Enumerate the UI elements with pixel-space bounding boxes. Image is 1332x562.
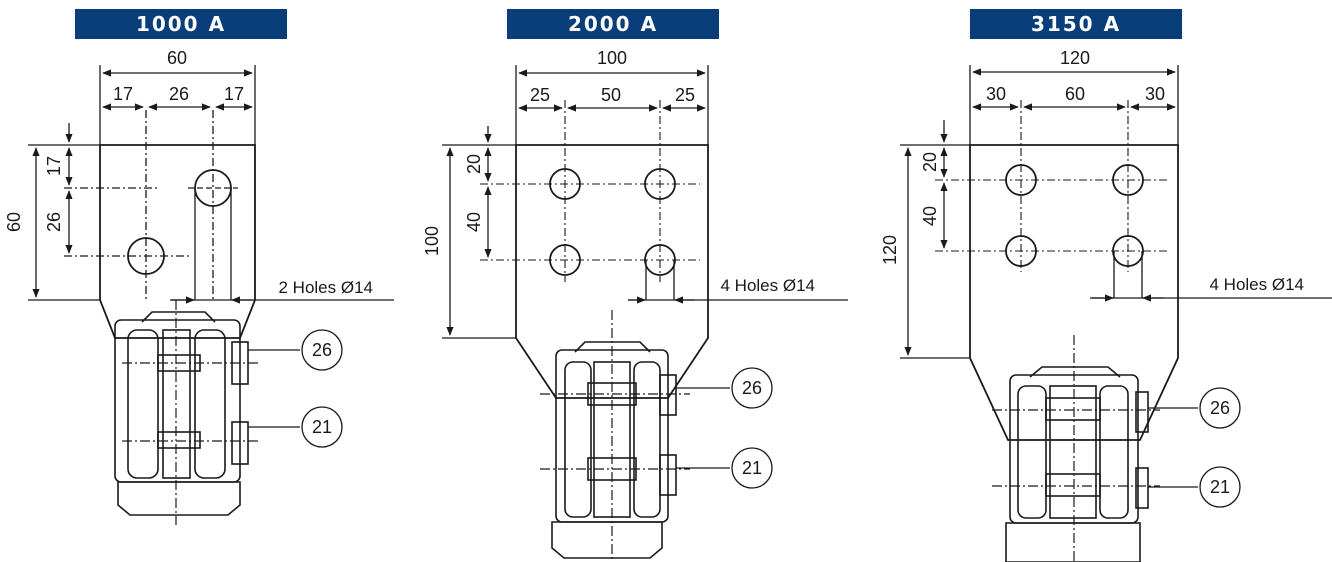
panel-2-dim-overall-height: 100: [422, 226, 442, 256]
panel-1-dim-width-left: 17: [113, 84, 133, 104]
panel-3-dim-width-right: 30: [1145, 84, 1165, 104]
panel-3-dim-overall-width: 120: [1060, 48, 1090, 68]
panel-3-dim-height-top: 20: [920, 152, 940, 172]
panel-1-drawing: [28, 65, 394, 525]
panel-3-callout-21-label: 21: [1210, 477, 1230, 497]
panel-1-callout-21-label: 21: [312, 417, 332, 437]
panel-3-clamp-assembly: [992, 335, 1160, 562]
panel-1-callout-26: [301, 329, 343, 371]
panel-1-dim-height-top: 17: [44, 156, 64, 176]
panel-3-title-banner: 3150 A: [970, 9, 1182, 39]
panel-1-dim-overall-width: 60: [167, 48, 187, 68]
panel-2-dim-width-left: 25: [530, 85, 550, 105]
panel-3-dim-width-middle: 60: [1065, 84, 1085, 104]
panel-3-drawing: [900, 65, 1332, 562]
panel-1-busbar-plate: [99, 144, 256, 339]
panel-3-dim-overall-height: 120: [880, 235, 900, 265]
panel-1-callout-26-label: 26: [312, 340, 332, 360]
panel-2-dim-width-middle: 50: [601, 85, 621, 105]
panel-1-callout-21: [301, 406, 343, 448]
panel-2-dim-overall-width: 100: [597, 48, 627, 68]
panel-3-dim-width-left: 30: [986, 84, 1006, 104]
panel-3-callout-26-label: 26: [1210, 398, 1230, 418]
panel-2-clamp-assembly: [540, 310, 690, 562]
panel-3-dim-height-mid: 40: [920, 206, 940, 226]
panel-2-callout-21-label: 21: [742, 458, 762, 478]
panel-1-dim-height-mid: 26: [44, 212, 64, 232]
panel-2-callout-21: [731, 447, 773, 489]
panel-2-dim-height-top: 20: [464, 154, 484, 174]
panel-1-title-banner: 1000 A: [75, 9, 287, 39]
panel-2-dim-width-right: 25: [675, 85, 695, 105]
panel-1-holes-note: 2 Holes Ø14: [279, 278, 374, 297]
panel-1-clamp-assembly: [114, 300, 258, 525]
panel-1-dim-overall-height: 60: [4, 212, 24, 232]
panel-2-drawing: [442, 65, 848, 562]
panel-3-callout-26: [1199, 387, 1241, 429]
panel-2-holes-note: 4 Holes Ø14: [721, 276, 816, 295]
panel-2-dim-height-mid: 40: [464, 212, 484, 232]
panel-1-hole: [64, 110, 190, 300]
panel-2-callout-26-label: 26: [742, 378, 762, 398]
panel-3-callout-21: [1199, 466, 1241, 508]
panel-2-title-banner: 2000 A: [507, 9, 719, 39]
panel-1-title: 1000 A: [135, 12, 227, 36]
panel-2-title: 2000 A: [567, 12, 659, 36]
panel-2-callout-26: [731, 367, 773, 409]
panel-3-title: 3150 A: [1030, 12, 1122, 36]
panel-1-dim-width-right: 17: [224, 84, 244, 104]
panel-3-holes-note: 4 Holes Ø14: [1210, 275, 1305, 294]
panel-1-dim-width-middle: 26: [169, 84, 189, 104]
